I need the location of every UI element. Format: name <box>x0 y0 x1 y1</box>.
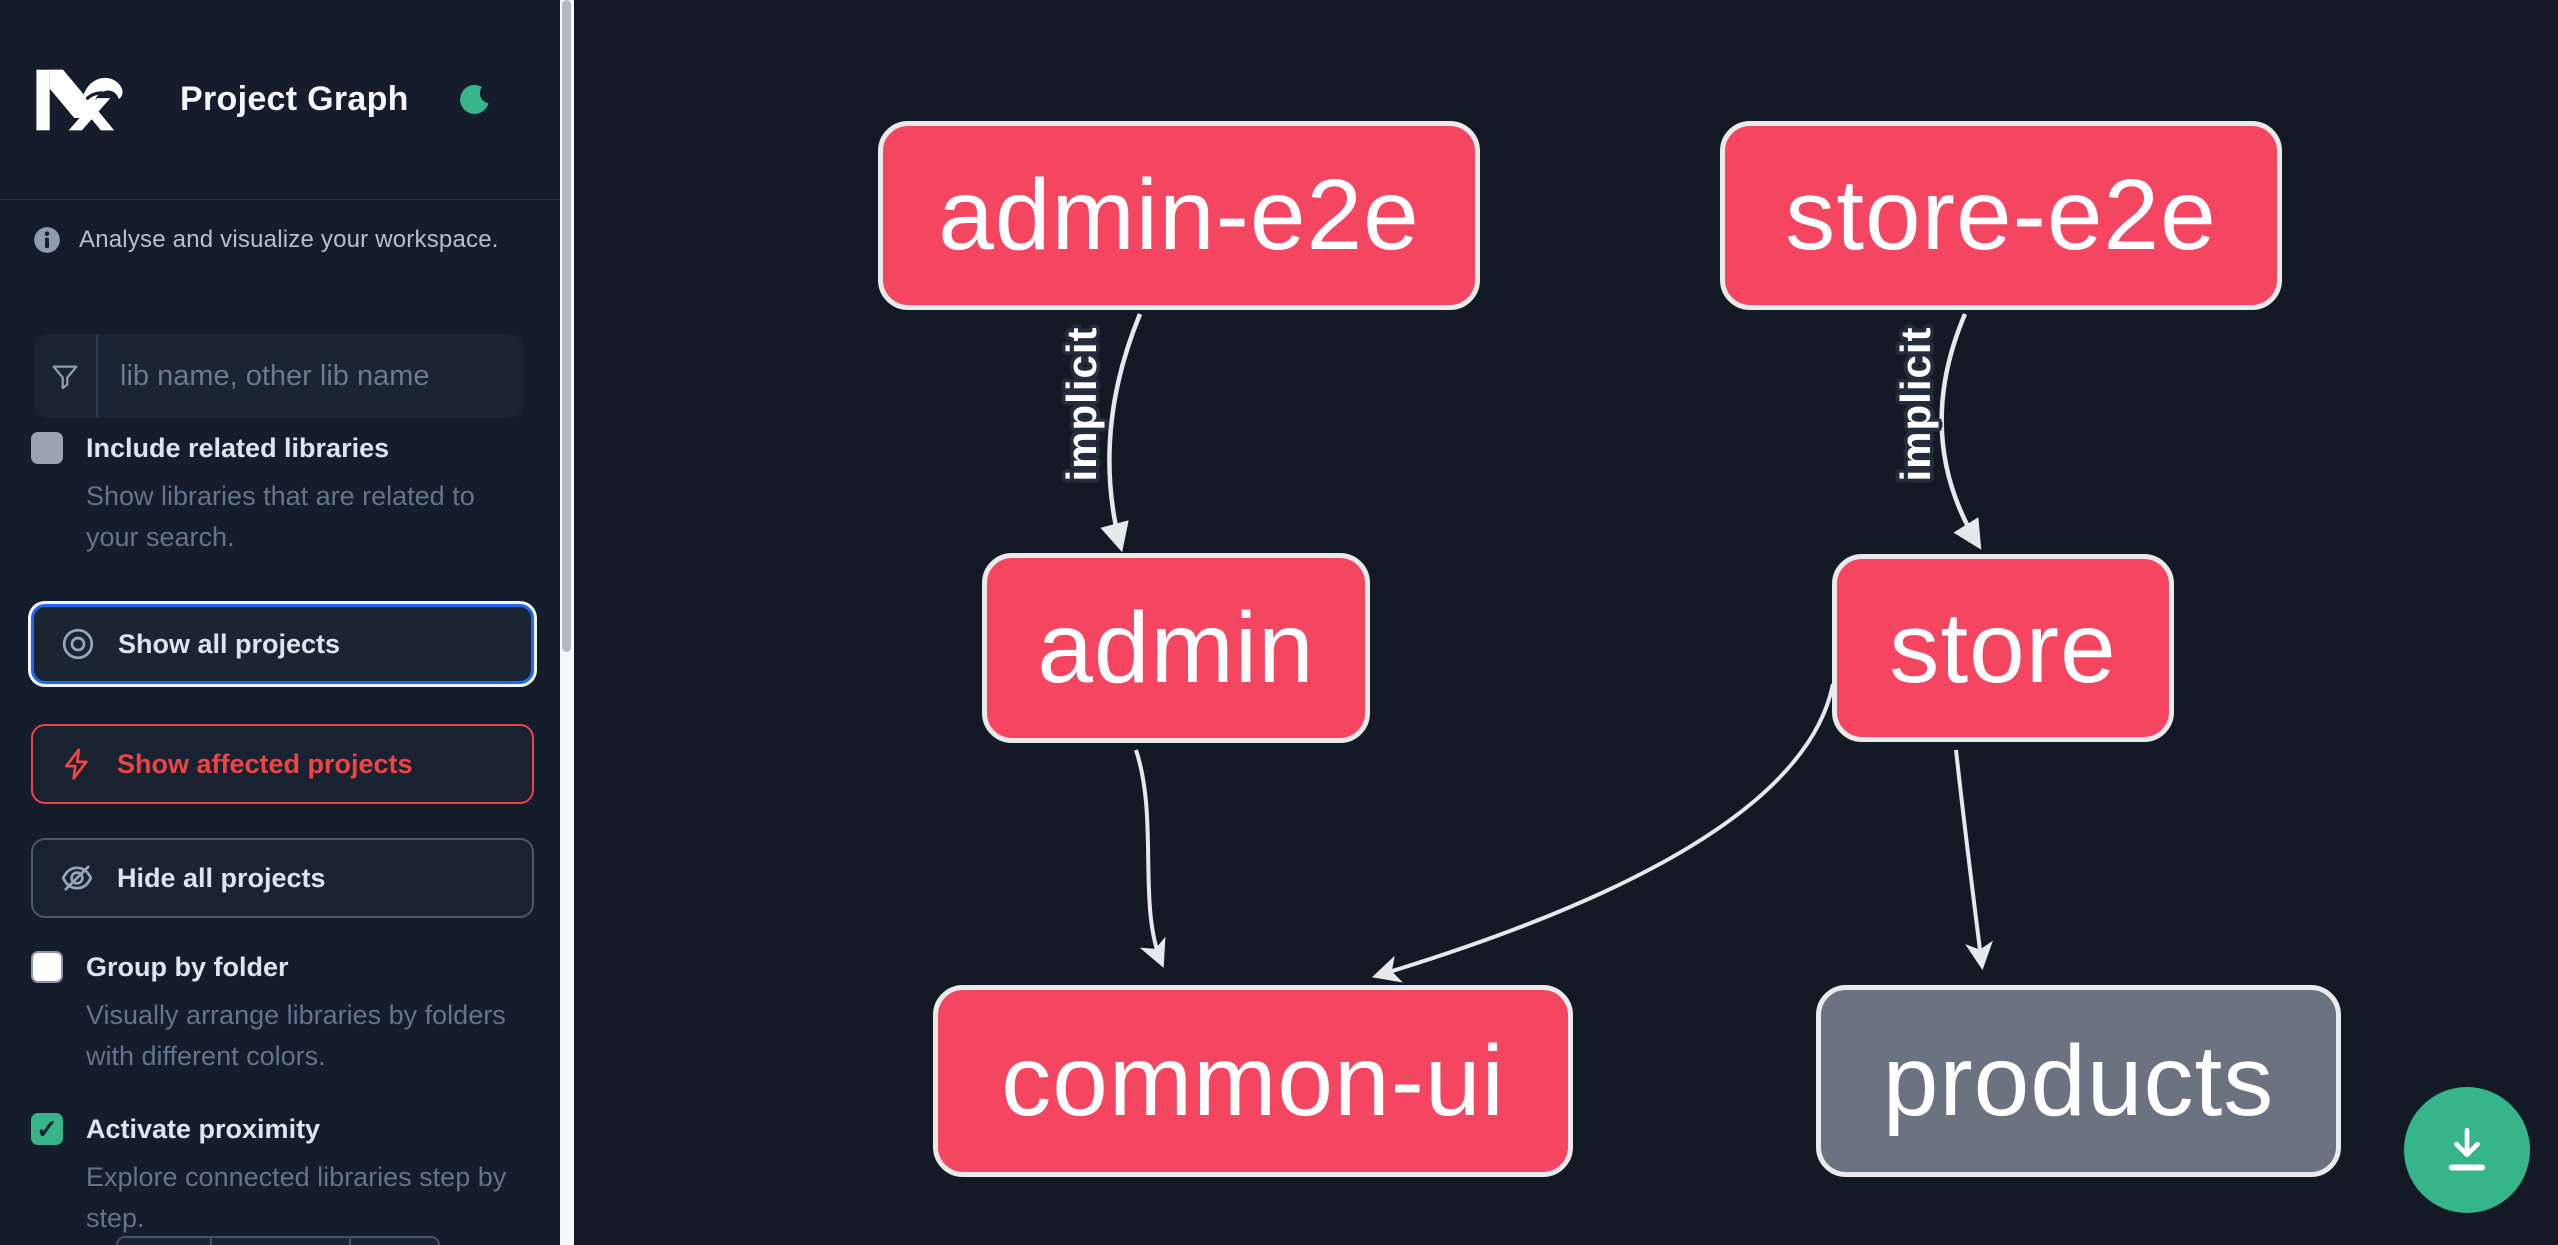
edge-label-implicit-store: implicit <box>1892 326 1939 482</box>
edge-store-e2e-store[interactable] <box>1939 313 1982 550</box>
sidebar-header: Project Graph <box>0 0 560 200</box>
hide-all-projects-label: Hide all projects <box>117 862 326 893</box>
edge-admin-common-ui[interactable] <box>1134 749 1166 968</box>
eye-icon <box>62 628 94 660</box>
sidebar: Project Graph Analyse and visualize your… <box>0 0 560 1245</box>
edge-store-products[interactable] <box>1954 749 1993 971</box>
group-by-folder-label: Group by folder <box>86 951 289 982</box>
include-related-checkbox[interactable] <box>31 432 63 464</box>
proximity-increment[interactable] <box>351 1238 438 1245</box>
search-input[interactable] <box>98 334 523 418</box>
edge-admin-e2e-admin[interactable] <box>1100 313 1143 553</box>
edge-label-implicit-admin: implicit <box>1058 326 1105 482</box>
activate-proximity-checkbox[interactable]: ✓ <box>31 1113 63 1145</box>
node-common-ui[interactable]: common-ui <box>933 985 1573 1177</box>
group-by-folder-description: Visually arrange libraries by folders wi… <box>86 1000 506 1071</box>
node-products[interactable]: products <box>1816 985 2341 1177</box>
activate-proximity-toggle: ✓ Activate proximity Explore connected l… <box>31 1113 530 1239</box>
nx-logo-icon <box>36 69 123 130</box>
activate-proximity-description: Explore connected libraries step by step… <box>86 1162 507 1233</box>
group-by-folder-checkbox[interactable] <box>31 951 63 983</box>
download-icon <box>2448 1127 2486 1171</box>
include-related-toggle: Include related libraries Show libraries… <box>31 432 530 558</box>
proximity-stepper[interactable] <box>116 1236 440 1245</box>
search-box <box>34 334 523 418</box>
moon-icon[interactable] <box>455 82 491 118</box>
scrollbar-thumb[interactable] <box>562 0 571 652</box>
eye-off-icon <box>61 865 93 891</box>
proximity-decrement[interactable] <box>118 1238 212 1245</box>
node-store[interactable]: store <box>1832 554 2174 742</box>
activate-proximity-label: Activate proximity <box>86 1113 321 1144</box>
node-admin-e2e[interactable]: admin-e2e <box>878 121 1480 310</box>
include-related-label: Include related libraries <box>86 432 390 463</box>
sidebar-scrollbar[interactable] <box>560 0 574 1245</box>
show-all-projects-button[interactable]: Show all projects <box>31 604 534 684</box>
include-related-description: Show libraries that are related to your … <box>86 481 475 552</box>
group-by-folder-toggle: Group by folder Visually arrange librari… <box>31 951 530 1077</box>
project-actions: Show all projects Show affected projects… <box>31 604 534 918</box>
tagline-row: Analyse and visualize your workspace. <box>33 226 530 254</box>
page-title: Project Graph <box>180 80 409 118</box>
tagline-text: Analyse and visualize your workspace. <box>79 226 499 253</box>
funnel-icon <box>34 334 98 418</box>
hide-all-projects-button[interactable]: Hide all projects <box>31 838 534 918</box>
checkmark-icon: ✓ <box>36 1114 58 1144</box>
edge-store-common-ui[interactable] <box>1371 683 1835 983</box>
graph-edges <box>1100 313 1993 983</box>
node-store-e2e[interactable]: store-e2e <box>1720 121 2282 310</box>
download-graph-button[interactable] <box>2404 1087 2530 1213</box>
bolt-icon <box>64 748 88 780</box>
proximity-value <box>212 1238 351 1245</box>
show-all-projects-label: Show all projects <box>118 628 341 659</box>
node-admin[interactable]: admin <box>982 553 1370 743</box>
show-affected-projects-label: Show affected projects <box>117 748 413 779</box>
graph-canvas[interactable]: implicit implicit admin-e2e store-e2e ad… <box>574 0 2558 1245</box>
info-icon <box>34 227 60 253</box>
show-affected-projects-button[interactable]: Show affected projects <box>31 724 534 804</box>
